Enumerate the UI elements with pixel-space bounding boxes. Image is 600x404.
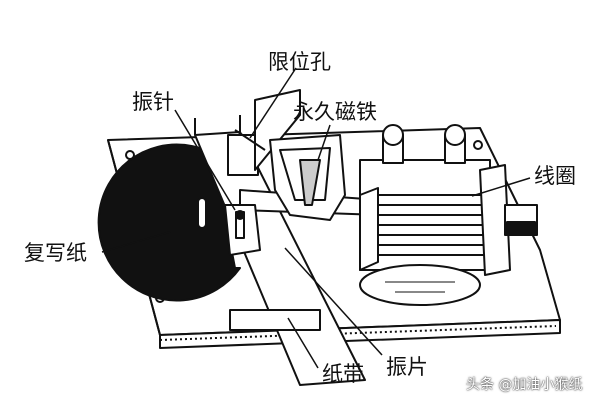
label-limit-hole: 限位孔 <box>268 50 331 74</box>
leader-lines <box>101 67 531 369</box>
label-permanent-magnet: 永久磁铁 <box>293 100 377 124</box>
watermark: 头条 @加油小猴纸 <box>466 377 583 393</box>
label-vibrating-needle: 振针 <box>132 90 174 114</box>
disc-slot <box>197 197 207 229</box>
carbon-paper-disc <box>97 143 246 302</box>
paper-tape <box>194 115 366 386</box>
label-paper-tape: 纸带 <box>322 362 364 386</box>
limit-hole-bracket <box>234 89 301 171</box>
label-carbon-paper: 复写纸 <box>24 241 87 265</box>
coil <box>359 159 511 276</box>
permanent-magnet <box>269 134 346 221</box>
terminals <box>382 124 466 164</box>
label-coil: 线圈 <box>534 164 576 188</box>
label-vibrating-reed: 振片 <box>386 355 428 379</box>
nameplate <box>359 264 481 306</box>
